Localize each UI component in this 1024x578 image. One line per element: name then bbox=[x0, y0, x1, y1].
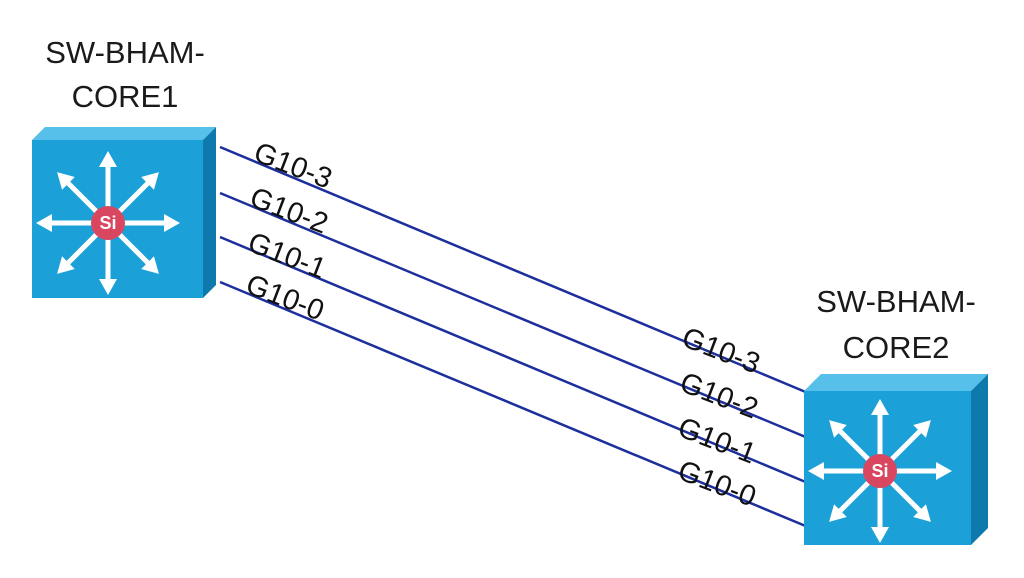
link-g10-2 bbox=[219, 191, 809, 440]
switch-core2[interactable]: SW-BHAM- CORE2 Si bbox=[804, 284, 988, 545]
arrows-icon: Si bbox=[36, 151, 180, 295]
switch-core1-name-line2: CORE1 bbox=[72, 79, 179, 114]
switch-core1-name-line1: SW-BHAM- bbox=[45, 35, 205, 70]
switch-core1[interactable]: SW-BHAM- CORE1 Si bbox=[32, 35, 216, 298]
si-badge: Si bbox=[99, 213, 116, 233]
link-g10-0 bbox=[219, 280, 809, 529]
si-badge: Si bbox=[871, 461, 888, 481]
layer3-switch-icon: Si bbox=[804, 374, 988, 545]
core1-port-labels: G10-3 G10-2 G10-1 G10-0 bbox=[241, 137, 336, 328]
link-g10-3 bbox=[219, 145, 809, 395]
link-g10-1 bbox=[219, 235, 809, 485]
links bbox=[219, 145, 809, 529]
layer3-switch-icon: Si bbox=[32, 127, 216, 298]
arrows-icon: Si bbox=[808, 399, 952, 543]
switch-core2-name-line2: CORE2 bbox=[843, 330, 950, 365]
switch-core2-name-line1: SW-BHAM- bbox=[816, 284, 976, 319]
core2-port-labels: G10-3 G10-2 G10-1 G10-0 bbox=[673, 322, 764, 514]
